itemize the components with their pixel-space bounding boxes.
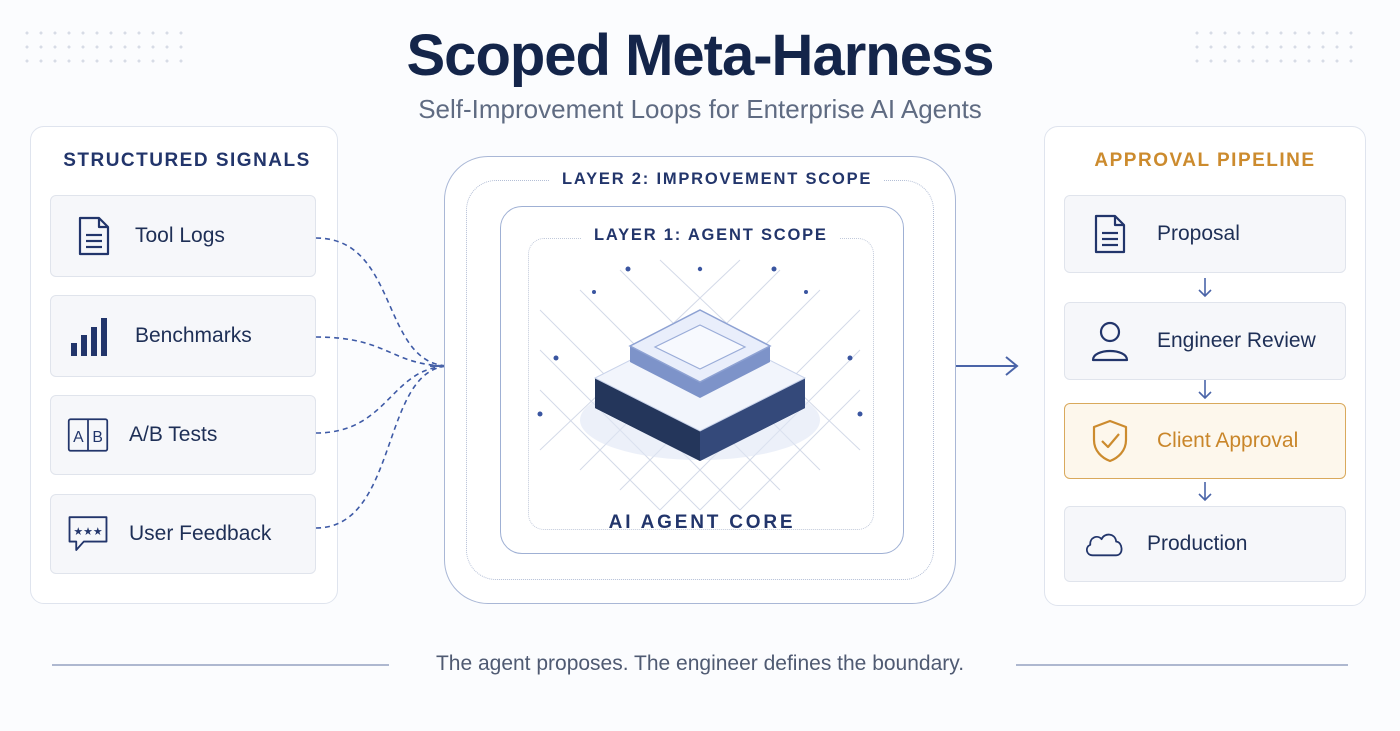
pipeline-step-engineer-review[interactable]: Engineer Review [1064,302,1346,380]
bar-chart-icon [69,314,111,358]
page-subtitle: Self-Improvement Loops for Enterprise AI… [418,94,982,124]
svg-text:★★★: ★★★ [73,525,103,538]
footer-divider-right [1016,664,1348,666]
core-label: AI AGENT CORE [608,512,796,533]
decorative-dots-left [20,26,190,66]
pipeline-step-label: Production [1147,532,1248,555]
pipeline-arrows [1198,278,1212,502]
svg-text:B: B [92,429,103,446]
page-title: Scoped Meta-Harness [406,23,995,88]
document-icon [73,214,115,258]
signal-card-benchmarks[interactable]: Benchmarks [50,295,316,377]
agent-core-graphic [537,259,863,511]
signal-card-ab-tests[interactable]: A B A/B Tests [50,395,316,475]
footer-tagline: The agent proposes. The engineer defines… [435,652,965,675]
signal-label: User Feedback [129,522,272,545]
layer1-label: LAYER 1: AGENT SCOPE [582,226,840,245]
pipeline-step-label: Proposal [1157,222,1240,245]
pipeline-step-client-approval[interactable]: Client Approval [1064,403,1346,479]
signal-label: Benchmarks [135,324,252,347]
ab-test-icon: A B [67,413,109,457]
cloud-icon [1083,522,1125,566]
footer-divider-left [52,664,389,666]
decorative-dots-right [1190,26,1360,66]
pipeline-step-production[interactable]: Production [1064,506,1346,582]
pipeline-step-label: Client Approval [1157,429,1299,452]
document-icon [1089,212,1131,256]
pipeline-step-proposal[interactable]: Proposal [1064,195,1346,273]
pipeline-step-label: Engineer Review [1157,329,1316,352]
shield-check-icon [1089,419,1131,463]
user-icon [1089,319,1131,363]
signal-label: Tool Logs [135,224,225,247]
signal-label: A/B Tests [129,423,218,446]
signal-card-user-feedback[interactable]: ★★★ User Feedback [50,494,316,574]
signal-card-tool-logs[interactable]: Tool Logs [50,195,316,277]
pipeline-panel-title: APPROVAL PIPELINE [1094,150,1316,171]
signals-panel-title: STRUCTURED SIGNALS [63,150,311,171]
chat-rating-icon: ★★★ [67,512,109,556]
svg-text:A: A [73,429,84,446]
layer2-label: LAYER 2: IMPROVEMENT SCOPE [550,170,885,189]
